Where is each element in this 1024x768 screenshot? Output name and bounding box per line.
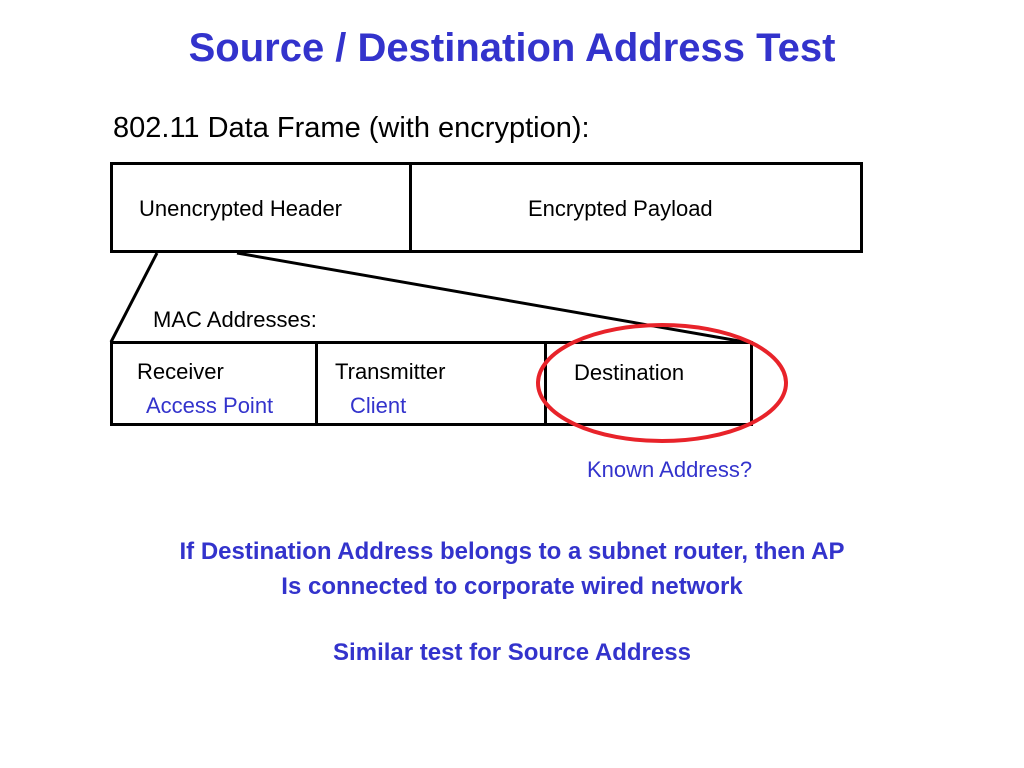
frame-divider: [409, 162, 412, 253]
mac-divider-2: [544, 341, 547, 426]
receiver-value: Access Point: [146, 393, 274, 418]
mac-divider-1: [315, 341, 318, 426]
frame-caption: 802.11 Data Frame (with encryption):: [113, 112, 590, 144]
destination-label: Destination: [574, 360, 685, 385]
transmitter-label: Transmitter: [335, 359, 446, 384]
slide-title: Source / Destination Address Test: [188, 26, 836, 70]
unencrypted-header-label: Unencrypted Header: [139, 196, 343, 221]
expand-line-left: [109, 252, 159, 343]
note-line-2: Is connected to corporate wired network: [281, 573, 743, 600]
mac-addresses-heading: MAC Addresses:: [153, 307, 317, 332]
encrypted-payload-label: Encrypted Payload: [528, 196, 713, 221]
destination-highlight-circle: [536, 323, 788, 443]
receiver-label: Receiver: [137, 359, 224, 384]
transmitter-value: Client: [350, 393, 407, 418]
expand-line-right: [236, 251, 746, 344]
note-line-1: If Destination Address belongs to a subn…: [179, 538, 845, 565]
known-address-annotation: Known Address?: [587, 457, 753, 482]
data-frame-box: [110, 162, 863, 253]
note-line-3: Similar test for Source Address: [333, 639, 691, 666]
mac-addresses-box: [110, 341, 753, 426]
